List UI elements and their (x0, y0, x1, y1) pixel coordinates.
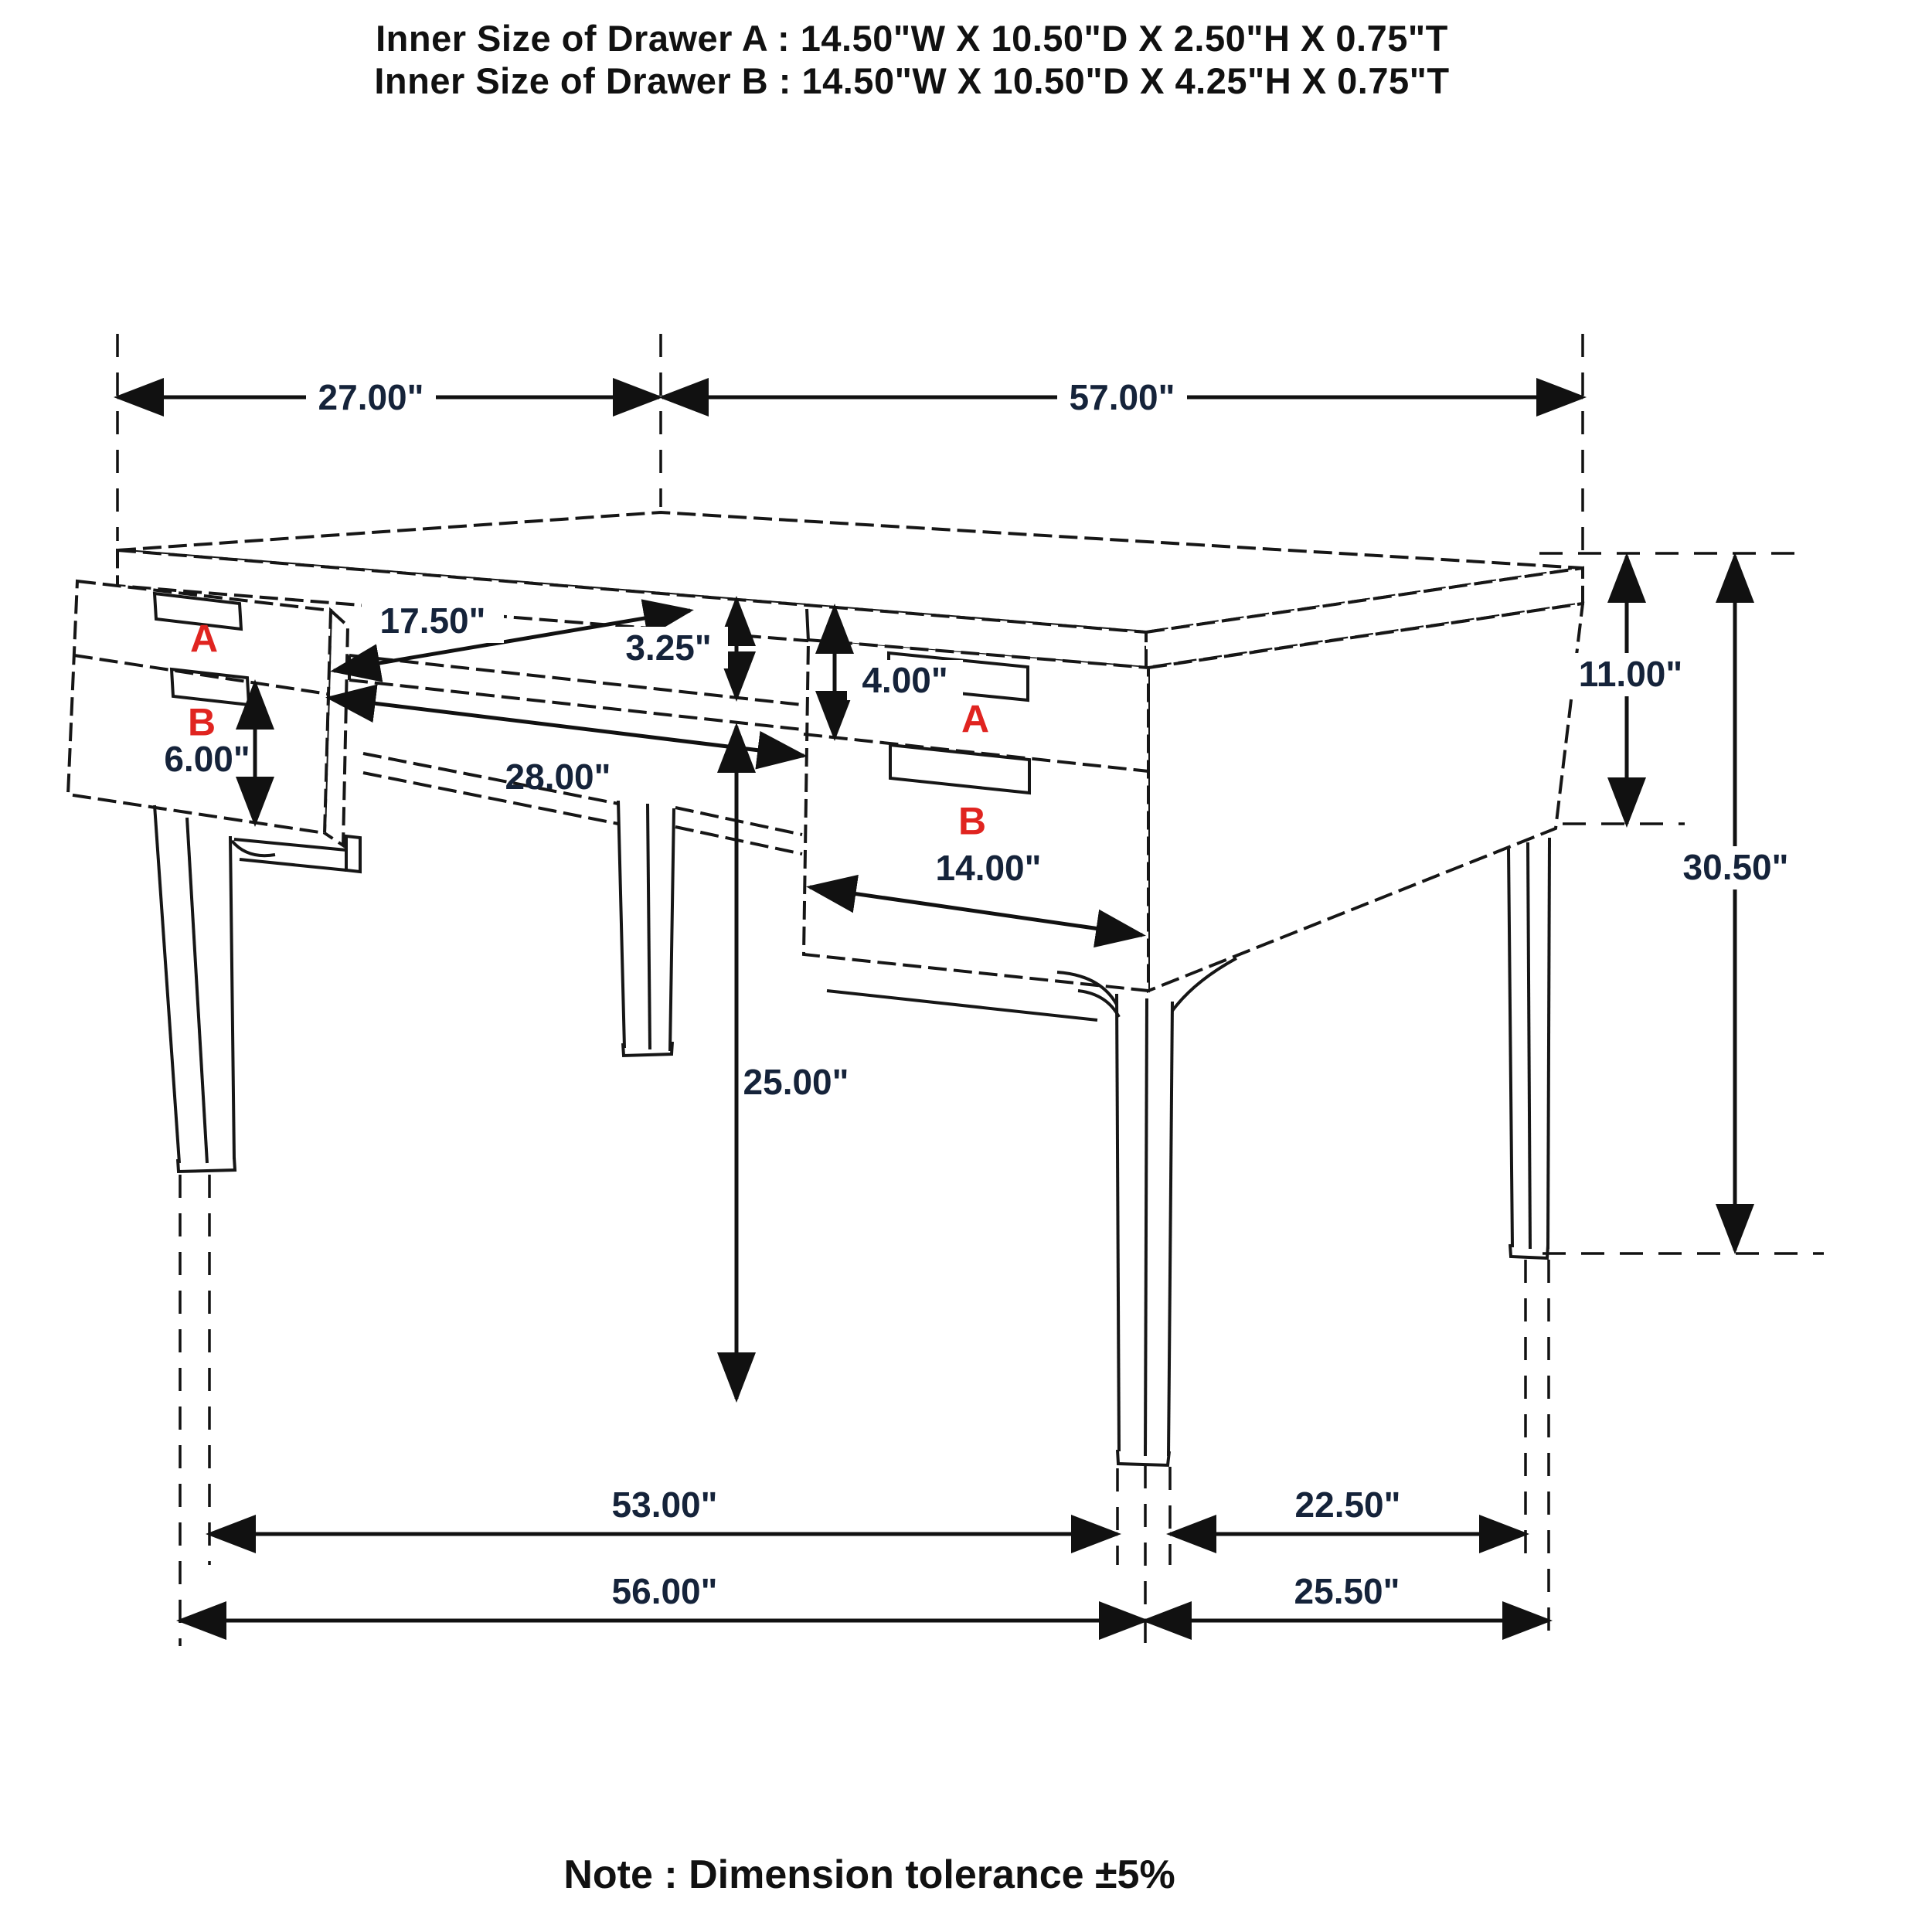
dim-top-rail-height: 3.25" (609, 596, 756, 702)
dim-27-label-bg (306, 376, 436, 419)
right-pedestal-apron-line (826, 989, 1098, 1022)
front-right-leg-right-curve (1171, 957, 1237, 1012)
dim-knee-opening-width: 17.50" (330, 599, 694, 682)
back-apron-left-bottom (362, 771, 619, 825)
front-apron-end-cap (345, 834, 362, 874)
dim-14-label: 14.00" (936, 848, 1042, 888)
back-right-leg (1507, 837, 1551, 1260)
front-right-leg-left-inner-curve (1077, 989, 1121, 1018)
dim-28-label: 28.00" (505, 757, 611, 797)
dim-57-label: 57.00" (1070, 377, 1175, 417)
dim-knee-clearance-height: 25.00" (717, 723, 849, 1403)
dim-27-label: 27.00" (318, 377, 424, 417)
dim-top-right-width: 57.00" (658, 376, 1587, 419)
dim-drawer-b-front-height: 6.00" (164, 679, 274, 827)
drawer-letter-markers: A B A B (188, 617, 989, 843)
dim-11-label-bg (1566, 653, 1696, 696)
left-drawer-b-marker: B (188, 701, 216, 744)
back-apron-right-top (675, 806, 803, 836)
front-left-leg-inner-edge (229, 835, 236, 1160)
back-center-leg-left-edge (617, 800, 626, 1049)
front-right-leg-left-edge (1115, 993, 1121, 1452)
back-right-leg-foot (1509, 1243, 1549, 1260)
right-drawer-divider (803, 733, 1149, 773)
dim-14-arrow (806, 874, 1146, 948)
right-drawer-b-marker: B (958, 800, 986, 843)
back-right-leg-left-edge (1507, 848, 1514, 1248)
dim-4-label-bg (847, 660, 963, 700)
dim-overall-height: 30.50" (1666, 553, 1805, 1254)
front-left-leg-outer-edge (153, 804, 181, 1164)
dim-25-5-label: 25.50" (1294, 1571, 1400, 1611)
desk-drawing (66, 510, 1585, 1468)
dim-side-leg-span-outer: 25.50" (1141, 1571, 1553, 1640)
front-apron-bottom (239, 858, 347, 872)
front-left-leg-mid-edge (185, 817, 209, 1164)
dim-side-leg-span-inner: 22.50" (1166, 1485, 1529, 1553)
dim-17-5-label-bg (362, 600, 504, 643)
dim-22-5-label: 22.50" (1295, 1485, 1401, 1525)
left-drawer-divider (73, 654, 328, 696)
back-right-leg-mid-edge (1526, 842, 1532, 1250)
right-drawer-a-marker: A (961, 698, 989, 741)
dim-4-label: 4.00" (862, 660, 947, 700)
back-center-leg-foot (621, 1041, 674, 1058)
dim-25-label: 25.00" (743, 1062, 849, 1102)
front-right-leg-mid-edge (1144, 998, 1148, 1457)
front-apron-top (233, 838, 347, 852)
front-right-leg-right-edge (1167, 1001, 1174, 1457)
dim-28-arrow (325, 684, 808, 770)
left-drawer-a-handle-notch (152, 591, 243, 631)
dim-17-5-arrow (330, 599, 694, 682)
dim-56-label: 56.00" (612, 1571, 718, 1611)
dimension-annotations: 27.00" 57.00" 17.50" 3.25" 4.00" (114, 376, 1805, 1640)
dim-knee-opening-depth: 28.00" (325, 684, 808, 797)
dim-front-leg-span-inner: 53.00" (206, 1485, 1121, 1553)
dim-57-label-bg (1057, 376, 1187, 419)
back-center-leg-mid-edge (646, 803, 651, 1050)
dim-17-5-label: 17.50" (380, 600, 486, 641)
left-drawer-a-marker: A (190, 617, 218, 661)
front-right-leg-left-curve (1056, 971, 1118, 1005)
right-pedestal-side-face (1147, 601, 1585, 993)
front-right-leg-foot (1116, 1449, 1171, 1468)
knee-rail-top-line (349, 654, 803, 706)
dim-3-25-label: 3.25" (625, 628, 711, 668)
right-pedestal-inner-edge (805, 608, 810, 642)
drawer-size-header: Inner Size of Drawer A : 14.50"W X 10.50… (247, 17, 1577, 102)
dim-11-label: 11.00" (1579, 654, 1682, 694)
front-right-leg (1056, 957, 1237, 1468)
right-drawer-b-handle-notch (889, 743, 1031, 795)
drawer-b-size-text: Inner Size of Drawer B : 14.50"W X 10.50… (374, 60, 1450, 101)
front-left-leg-bracket-curve (230, 839, 276, 858)
dim-case-side-height: 11.00" (1566, 553, 1696, 828)
back-right-leg-right-edge (1546, 837, 1551, 1250)
dim-30-5-label: 30.50" (1683, 847, 1789, 887)
front-left-leg-foot (176, 1157, 237, 1174)
dim-pedestal-front-width: 14.00" (806, 848, 1146, 948)
dim-6-label: 6.00" (164, 739, 250, 779)
knee-space (348, 654, 803, 855)
dim-3-25-label-bg (609, 627, 728, 668)
drawer-a-size-text: Inner Size of Drawer A : 14.50"W X 10.50… (376, 18, 1448, 59)
back-center-leg-right-edge (668, 808, 675, 1052)
dim-30-5-label-bg (1666, 846, 1805, 889)
front-left-leg (153, 804, 362, 1174)
knee-rail-bottom-line (349, 679, 803, 731)
dim-53-label: 53.00" (612, 1485, 718, 1525)
dim-drawer-a-front-height: 4.00" (815, 604, 963, 741)
tolerance-note: Note : Dimension tolerance ±5% (563, 1852, 1175, 1897)
dim-front-leg-span-outer: 56.00" (176, 1571, 1149, 1640)
back-center-leg (617, 800, 675, 1058)
dim-top-left-width: 27.00" (114, 376, 663, 419)
